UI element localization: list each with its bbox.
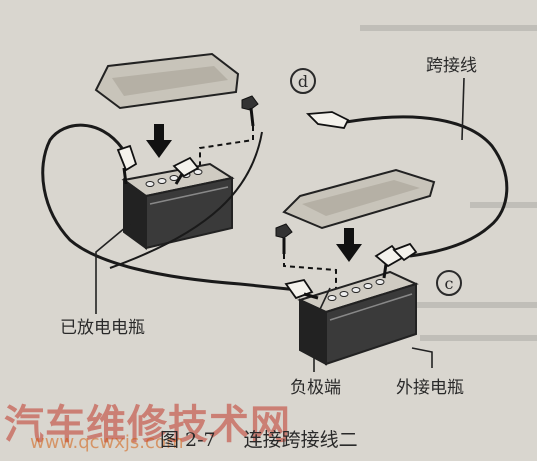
leader-external-battery [411, 347, 433, 368]
watermark-logo-text: 汽车维修技术网 [4, 402, 291, 448]
lower-down-arrow [336, 228, 362, 262]
label-negative-terminal: 负极端 [290, 378, 341, 398]
label-external-battery: 外接电瓶 [396, 378, 464, 398]
upper-left-clamps [116, 144, 200, 185]
upper-battery-cover [94, 52, 240, 110]
caption-figure-number: 图 2-7 [160, 429, 216, 451]
marker-c: c [436, 270, 462, 296]
discharged-battery [121, 162, 235, 250]
lower-bolt [275, 223, 337, 288]
external-battery [297, 270, 419, 366]
label-jumper-cable: 跨接线 [426, 56, 477, 76]
ground-arc [109, 131, 263, 269]
left-jumper-cable [41, 123, 299, 292]
caption-title: 连接跨接线二 [243, 429, 358, 451]
lower-battery-cover [282, 168, 436, 230]
leader-discharged-battery [95, 221, 133, 314]
leader-jumper-cable [461, 77, 465, 141]
upper-down-arrow [146, 124, 172, 158]
leader-negative-terminal [313, 287, 331, 372]
figure-caption: 图 2-7 连接跨接线二 [160, 425, 386, 452]
lower-clamps [284, 242, 418, 300]
upper-bolt [199, 95, 259, 170]
marker-d: d [290, 68, 316, 94]
leader-lines [95, 77, 465, 372]
label-discharged-battery: 已放电电瓶 [60, 318, 145, 338]
watermark-url: www.qcwxjs.com [30, 432, 184, 453]
right-jumper-cable [305, 111, 509, 258]
